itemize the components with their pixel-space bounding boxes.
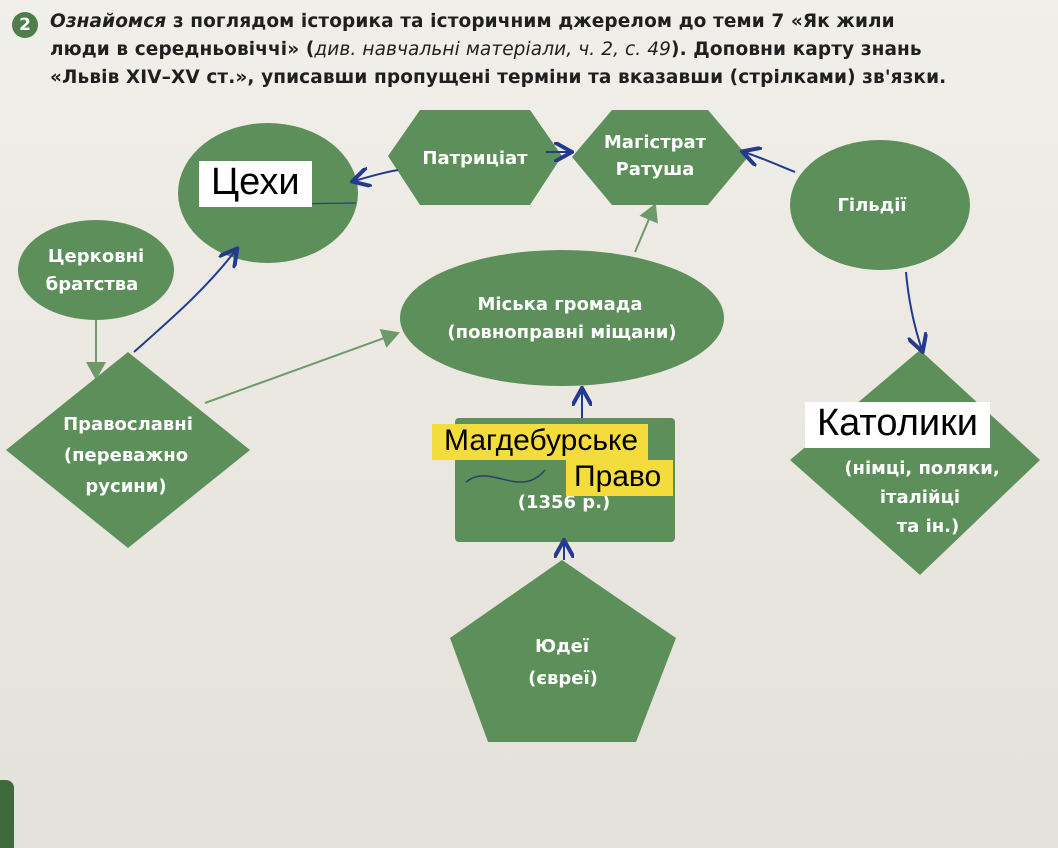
year-label: (1356 р.) <box>518 492 611 513</box>
node-hildii: Гільдії <box>790 140 970 270</box>
task-text-line-2: люди в середньовіччі» (див. навчальні ма… <box>50 39 922 60</box>
task-text-line-1: Ознайомся з поглядом історика та історич… <box>50 11 895 32</box>
pen-arrows <box>133 152 922 560</box>
node-tserkovni-bratstva: Церковні братства <box>18 220 174 320</box>
katolyky-sub2: італійці <box>880 487 960 508</box>
answer-magdeburg-label: Магдебурське <box>432 424 649 460</box>
ratusha-label: Ратуша <box>616 159 695 180</box>
arrow-hromada-to-magistrat <box>634 203 658 253</box>
task-text-line-3: «Львів XIV–XV ст.», уписавши пропущені т… <box>50 67 947 88</box>
printed-connectors <box>86 203 658 404</box>
arrow-pravoslavni-to-hromada <box>204 329 400 404</box>
hildii-label: Гільдії <box>837 195 906 216</box>
node-katolyky: (німці, поляки, італійці та ін.) <box>790 350 1040 575</box>
katolyky-sub1: (німці, поляки, <box>844 458 999 479</box>
answer-tsekhy-label: Цехи <box>199 161 312 207</box>
pravoslavni-label: Православні <box>63 414 193 435</box>
task-number-badge: 2 <box>12 12 38 38</box>
yudei-label: Юдеї <box>535 636 589 657</box>
arrow-hildii-to-magistrat <box>744 152 796 173</box>
arrow-hildii-to-katolyky <box>905 271 922 350</box>
patrytsiat-label: Патриціат <box>422 148 528 169</box>
hromada-label: Міська громада <box>478 294 643 315</box>
tserkovni-label: Церковні <box>48 246 144 267</box>
katolyky-sub3: та ін.) <box>897 516 960 537</box>
node-miska-hromada: Міська громада (повноправні міщани) <box>400 250 724 386</box>
node-yudei: Юдеї (євреї) <box>450 560 676 742</box>
node-pravoslavni: Православні (переважно русини) <box>6 352 250 548</box>
pravoslavni-sub1: (переважно <box>64 445 188 466</box>
hromada-sub-label: (повноправні міщани) <box>447 322 676 343</box>
node-magistrat: Магістрат Ратуша <box>572 110 748 205</box>
answer-katolyky-label: Католики <box>805 402 990 448</box>
arrow-pravoslavni-to-tsekhy <box>133 250 236 353</box>
bratstva-label: братства <box>46 274 139 295</box>
pravoslavni-sub2: русини) <box>85 476 166 497</box>
yudei-sub-label: (євреї) <box>528 668 598 689</box>
node-patrytsiat: Патриціат <box>388 110 562 205</box>
answer-pravo-label: Право <box>566 460 674 496</box>
page-edge-tab <box>0 780 14 848</box>
magistrat-label: Магістрат <box>604 132 707 153</box>
arrow-patrytsiat-to-tsekhy <box>354 170 399 181</box>
